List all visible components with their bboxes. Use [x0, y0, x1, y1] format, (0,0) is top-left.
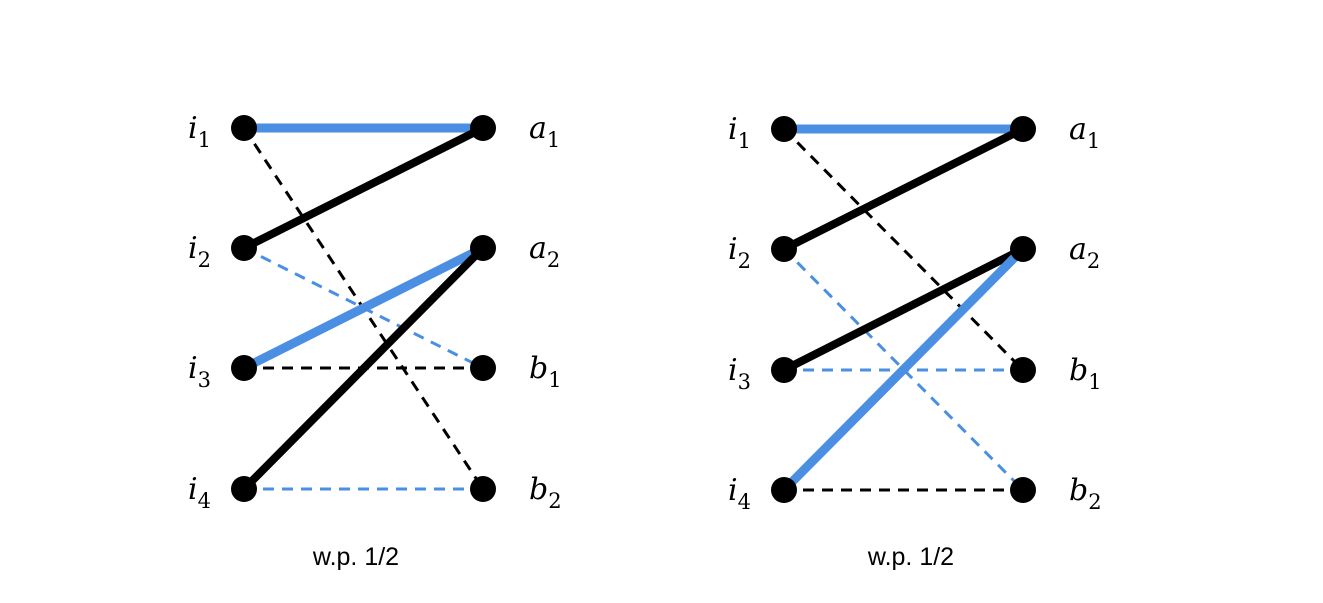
- panel-2: i1 i2 i3 i4 a1 a2 b1 b2 w.p. 1/2: [728, 112, 1102, 571]
- node-b1: [1010, 357, 1036, 383]
- node-i1: [231, 115, 257, 141]
- node-i2: [771, 236, 797, 262]
- node-label-i1: i1: [728, 112, 751, 153]
- edge-i3-a2: [241, 243, 486, 373]
- node-i2: [231, 235, 257, 261]
- node-label-i4: i4: [188, 472, 211, 513]
- node-a2: [1010, 236, 1036, 262]
- node-label-b1: b1: [1069, 353, 1102, 394]
- node-label-b1: b1: [529, 351, 562, 392]
- edges: [780, 124, 1027, 494]
- node-label-i1: i1: [188, 111, 211, 152]
- node-label-i3: i3: [188, 351, 211, 392]
- node-label-a1: a1: [1069, 112, 1100, 153]
- node-a1: [470, 115, 496, 141]
- edge-i4-a2: [780, 245, 1027, 494]
- node-b2: [1010, 477, 1036, 503]
- panel-1: i1 i2 i3 i4 a1 a2 b1 b2 w.p. 1/2: [188, 111, 562, 571]
- edges: [241, 123, 486, 492]
- node-label-i2: i2: [188, 231, 211, 272]
- node-i4: [771, 477, 797, 503]
- node-label-b2: b2: [1069, 473, 1102, 514]
- node-label-b2: b2: [529, 472, 562, 513]
- node-label-i3: i3: [728, 353, 751, 394]
- node-i3: [231, 355, 257, 381]
- edge-i1-b1: [782, 127, 1025, 372]
- panel-caption: w.p. 1/2: [867, 543, 954, 571]
- node-a2: [470, 235, 496, 261]
- node-label-i4: i4: [728, 473, 751, 514]
- node-label-a1: a1: [529, 111, 560, 152]
- node-b1: [470, 355, 496, 381]
- panel-caption: w.p. 1/2: [312, 543, 399, 571]
- node-i1: [771, 116, 797, 142]
- node-label-i2: i2: [728, 232, 751, 273]
- node-i4: [231, 476, 257, 502]
- edge-i2-a1: [782, 125, 1025, 253]
- edge-i3-a2: [782, 245, 1025, 374]
- edge-i4-a2: [241, 245, 486, 492]
- node-label-a2: a2: [1069, 232, 1100, 273]
- edge-i2-a1: [242, 124, 485, 252]
- node-b2: [470, 476, 496, 502]
- node-i3: [771, 357, 797, 383]
- node-label-a2: a2: [529, 231, 560, 272]
- node-a1: [1010, 116, 1036, 142]
